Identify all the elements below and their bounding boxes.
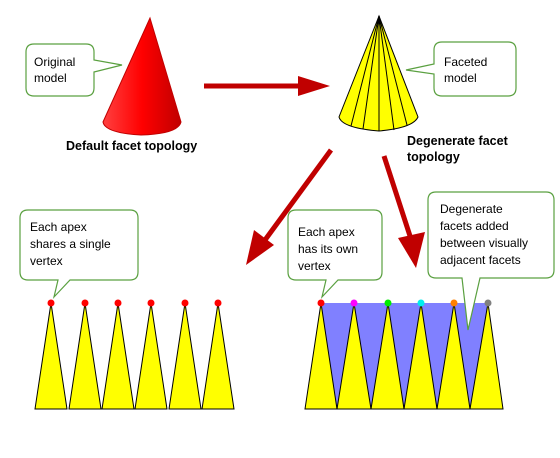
callout-original-model-line-1: Original [34, 55, 75, 69]
apex-vertex [214, 299, 222, 307]
callout-degenerate-facets-line-3: between visually [440, 236, 528, 250]
apex-vertex [147, 299, 155, 307]
apex-vertex [384, 299, 392, 307]
apex-vertex [47, 299, 55, 307]
apex-vertex [114, 299, 122, 307]
callout-original-model: Original model [25, 43, 123, 97]
callout-degenerate-facets: Degenerate facets added between visually… [427, 191, 555, 331]
arrow-to-default-topology [246, 148, 334, 265]
original-model-cone [102, 16, 182, 136]
degenerate-topology-strip [304, 299, 504, 410]
callout-faceted-model-line-1: Faceted [444, 55, 487, 69]
callout-degenerate-facets-line-2: facets added [440, 219, 509, 233]
facet-triangle [168, 302, 202, 410]
apex-vertex [450, 299, 458, 307]
arrow-to-faceted [204, 76, 330, 96]
facet-triangle [134, 302, 168, 410]
callout-faceted-model: Faceted model [405, 41, 517, 97]
apex-vertex [350, 299, 358, 307]
facet-triangle [68, 302, 102, 410]
callout-own-vertex-line-2: has its own [298, 242, 358, 256]
facet-triangle [336, 302, 372, 410]
apex-vertex [484, 299, 492, 307]
apex-vertex [81, 299, 89, 307]
callout-degenerate-facets-line-1: Degenerate [440, 202, 503, 216]
default-topology-strip [34, 299, 235, 410]
callout-degenerate-facets-line-4: adjacent facets [440, 253, 521, 267]
facet-triangle [201, 302, 235, 410]
facet-triangle [436, 302, 471, 410]
apex-vertex [317, 299, 325, 307]
facet-triangle [370, 302, 405, 410]
apex-vertex [417, 299, 425, 307]
callout-single-vertex-line-3: vertex [30, 254, 63, 268]
facet-triangle [469, 302, 504, 410]
facet-triangle [403, 302, 438, 410]
faceted-model-cone [338, 14, 419, 132]
caption-degenerate-topology-line-1: Degenerate facet [407, 134, 509, 148]
apex-vertex [181, 299, 189, 307]
facet-triangle [101, 302, 135, 410]
callout-own-vertex: Each apex has its own vertex [287, 209, 383, 300]
callout-single-vertex: Each apex shares a single vertex [19, 209, 139, 300]
caption-default-topology: Default facet topology [66, 139, 197, 153]
callout-faceted-model-line-2: model [444, 71, 477, 85]
callout-original-model-line-2: model [34, 71, 67, 85]
facet-triangle [34, 302, 68, 410]
facet-triangle [304, 302, 338, 410]
callout-single-vertex-line-1: Each apex [30, 220, 87, 234]
callout-own-vertex-line-1: Each apex [298, 225, 355, 239]
caption-degenerate-topology-line-2: topology [407, 150, 460, 164]
callout-own-vertex-line-3: vertex [298, 259, 331, 273]
arrow-to-degenerate-topology [381, 155, 425, 268]
callout-single-vertex-line-2: shares a single [30, 237, 111, 251]
